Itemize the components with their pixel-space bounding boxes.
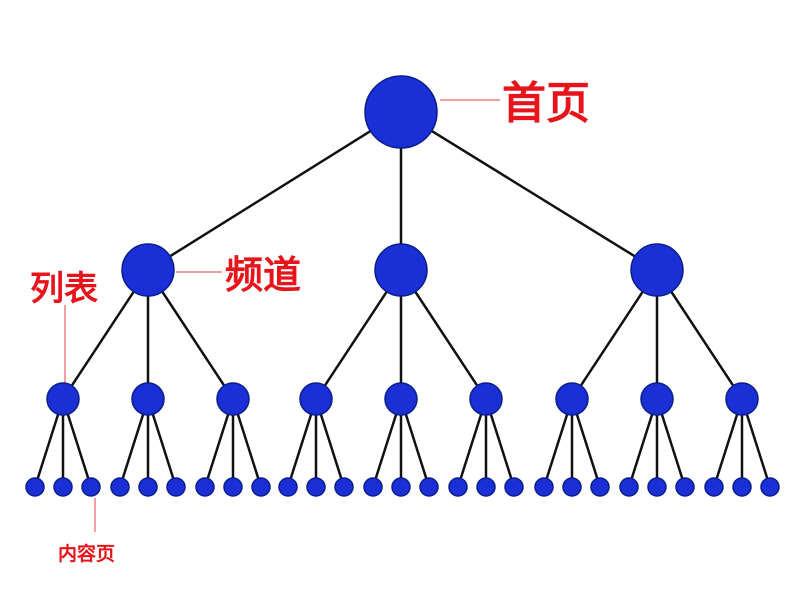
content-page-node-0-1-1	[138, 477, 158, 497]
list-node-0-2	[216, 382, 250, 416]
list-node-1-2	[469, 382, 503, 416]
edge-0	[147, 110, 402, 272]
content-page-node-2-2-2	[760, 477, 780, 497]
content-page-node-1-2-1	[476, 477, 496, 497]
content-page-node-0-2-0	[195, 477, 215, 497]
home-label: 首页	[502, 78, 590, 129]
content-page-node-0-1-2	[166, 477, 186, 497]
callout-lines	[64, 99, 500, 532]
content-page-node-0-0-0	[25, 477, 45, 497]
content-page-node-1-0-2	[334, 477, 354, 497]
content-page-node-2-0-2	[590, 477, 610, 497]
content-page-node-0-2-1	[223, 477, 243, 497]
content-label: 内容页	[58, 542, 115, 565]
list-node-2-2	[725, 382, 759, 416]
content-page-node-1-2-0	[448, 477, 468, 497]
list-node-0-0	[46, 382, 80, 416]
nodes	[25, 75, 780, 497]
channel-node-1	[374, 243, 428, 297]
edge-2	[400, 110, 658, 272]
content-page-node-0-2-2	[251, 477, 271, 497]
list-node-2-1	[640, 382, 674, 416]
edges	[33, 110, 772, 488]
channel-node-0	[121, 243, 175, 297]
content-page-node-1-2-2	[504, 477, 524, 497]
content-page-node-0-1-0	[110, 477, 130, 497]
content-page-node-1-1-0	[363, 477, 383, 497]
content-page-node-2-1-2	[675, 477, 695, 497]
content-page-node-1-0-1	[306, 477, 326, 497]
content-page-node-2-2-1	[732, 477, 752, 497]
list-node-2-0	[555, 382, 589, 416]
content-page-node-2-2-0	[704, 477, 724, 497]
content-page-node-2-1-0	[619, 477, 639, 497]
channel-label: 频道	[225, 253, 301, 297]
list-node-1-0	[299, 382, 333, 416]
list-node-1-1	[384, 382, 418, 416]
content-page-node-2-0-0	[534, 477, 554, 497]
channel-node-2	[630, 243, 684, 297]
content-page-node-1-1-2	[419, 477, 439, 497]
list-label: 列表	[30, 269, 98, 309]
content-page-node-1-0-0	[278, 477, 298, 497]
content-page-node-2-0-1	[562, 477, 582, 497]
content-page-node-0-0-2	[81, 477, 101, 497]
content-page-node-0-0-1	[53, 477, 73, 497]
list-node-0-1	[131, 382, 165, 416]
content-page-node-1-1-1	[391, 477, 411, 497]
home-node	[364, 75, 438, 149]
content-page-node-2-1-1	[647, 477, 667, 497]
